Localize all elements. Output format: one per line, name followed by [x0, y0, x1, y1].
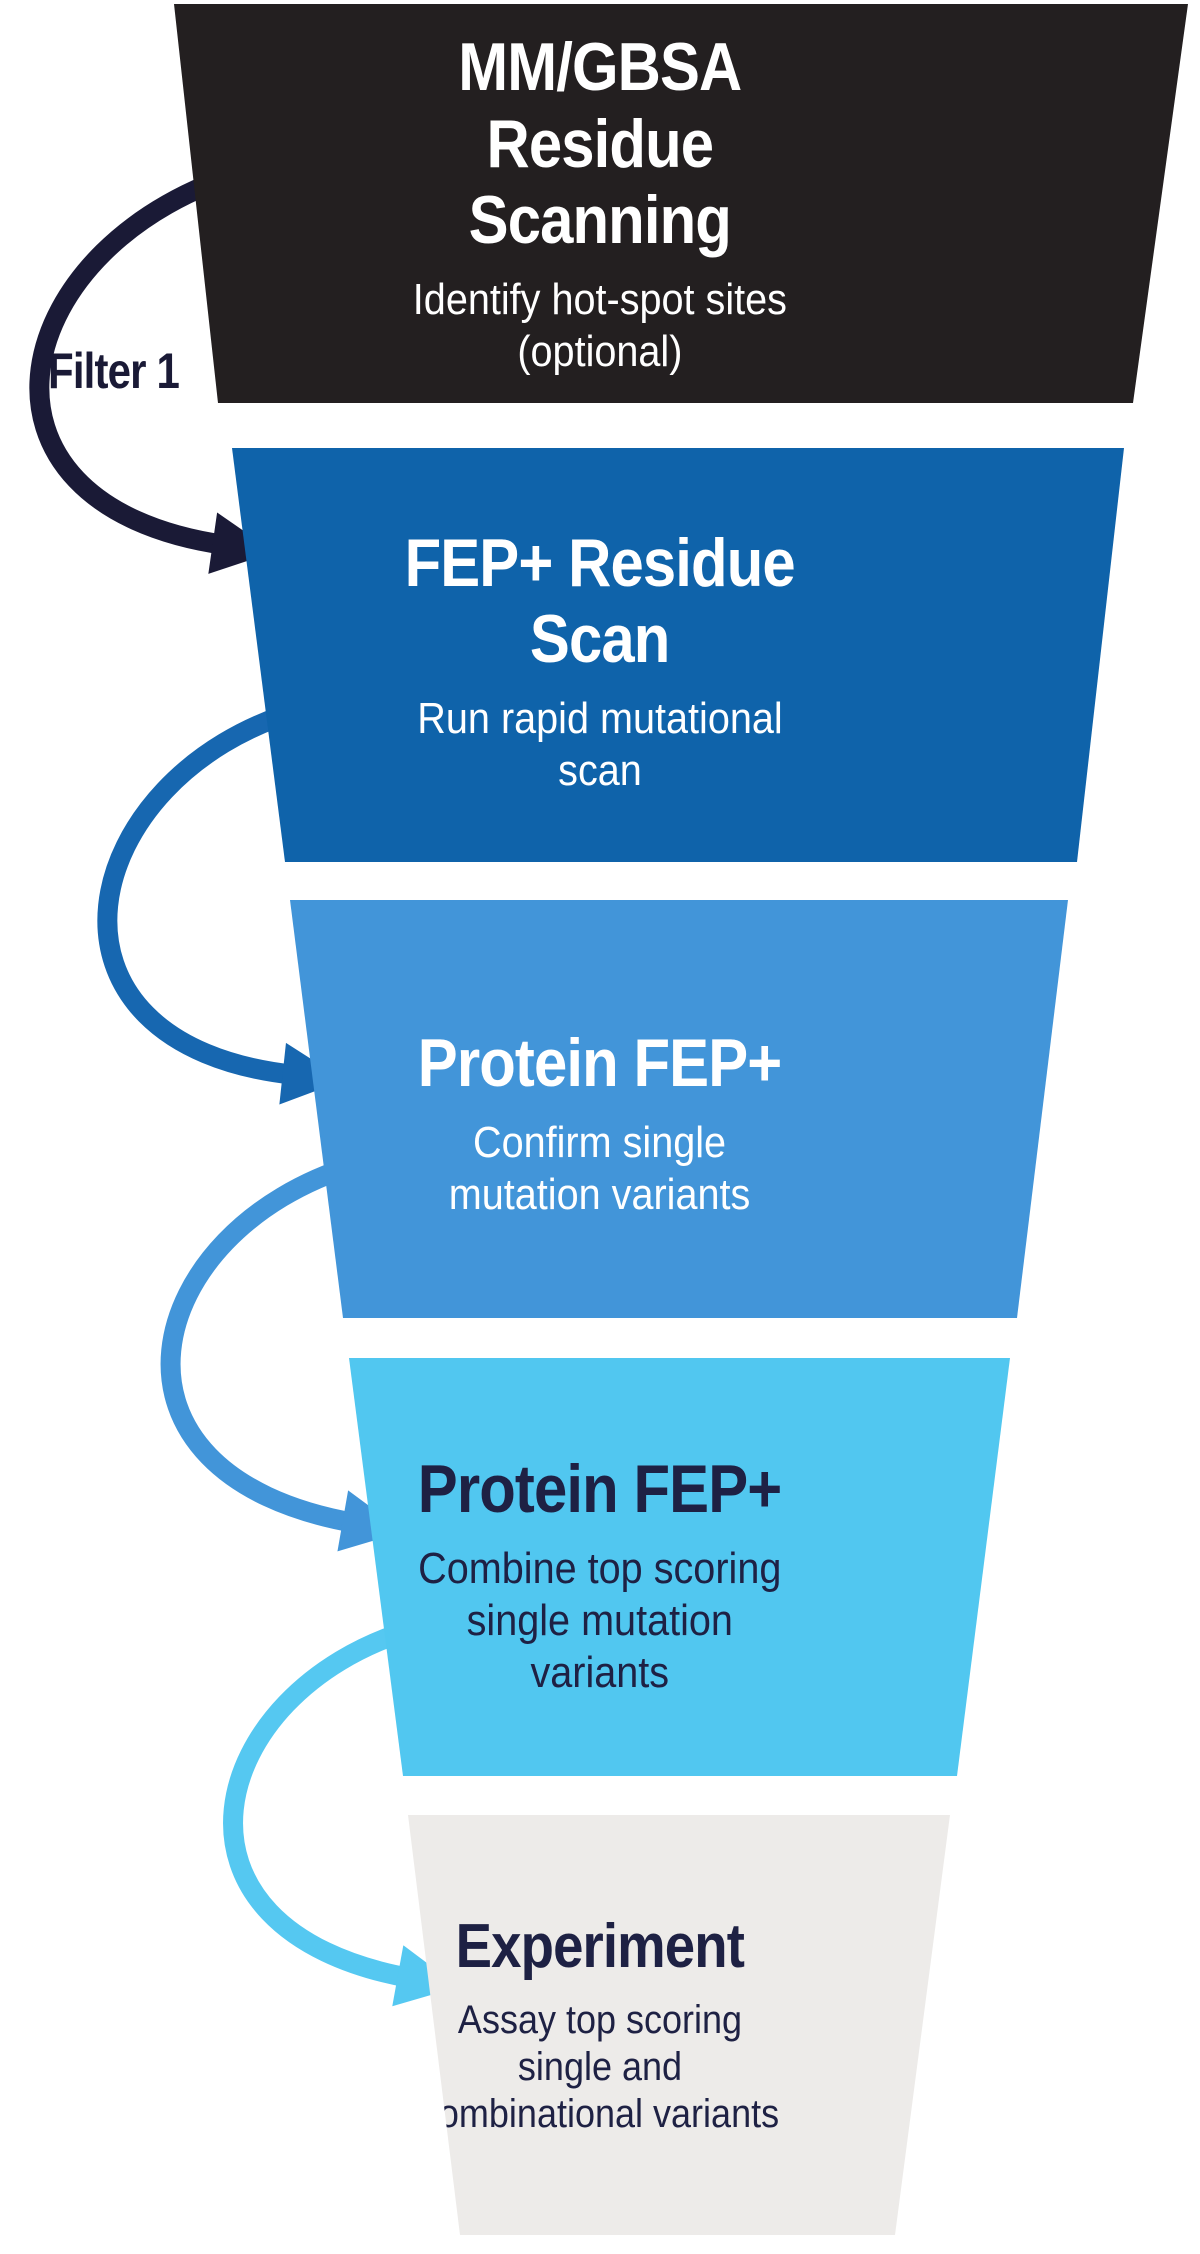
stage-subtitle: Combine top scoring single mutation vari… — [418, 1544, 782, 1698]
stage-content: MM/GBSA Residue Scanning Identify hot-sp… — [392, 29, 808, 377]
filter-1-label: Filter 1 — [48, 343, 180, 399]
stage-content: FEP+ Residue Scan Run rapid mutational s… — [378, 513, 821, 797]
stage-title: FEP+ Residue Scan — [404, 524, 796, 678]
stage-subtitle: Confirm single mutation variants — [449, 1118, 751, 1220]
stage-title: MM/GBSA Residue Scanning — [458, 29, 742, 258]
arrow-1 — [29, 160, 275, 574]
funnel-stage-fep-residue-scan: FEP+ Residue Scan Run rapid mutational s… — [232, 448, 1124, 862]
stage-content: Protein FEP+ Combine top scoring single … — [393, 1435, 806, 1699]
stage-content: Protein FEP+ Confirm single mutation var… — [393, 997, 806, 1221]
stage-subtitle: Identify hot-spot sites (optional) — [412, 274, 788, 376]
funnel-stage-mmgbsa-residue-scanning: MM/GBSA Residue Scanning Identify hot-sp… — [174, 4, 1188, 403]
stage-title: Protein FEP+ — [418, 1451, 782, 1528]
funnel-stage-experiment: Experiment Assay top scoring single and … — [408, 1815, 950, 2235]
arrow-4 — [223, 1620, 459, 2007]
stage-content: Experiment Assay top scoring single and … — [408, 1911, 799, 2139]
arrow-3 — [160, 1155, 404, 1552]
funnel-stage-protein-fep-combine: Protein FEP+ Combine top scoring single … — [349, 1358, 1010, 1776]
stage-title: Experiment — [455, 1911, 745, 1981]
stage-title: Protein FEP+ — [418, 1025, 782, 1102]
arrow-2 — [97, 700, 345, 1105]
funnel-stage-protein-fep-single: Protein FEP+ Confirm single mutation var… — [290, 900, 1068, 1318]
stage-subtitle: Run rapid mutational scan — [417, 694, 783, 796]
stage-subtitle: Assay top scoring single and combination… — [420, 1997, 780, 2137]
